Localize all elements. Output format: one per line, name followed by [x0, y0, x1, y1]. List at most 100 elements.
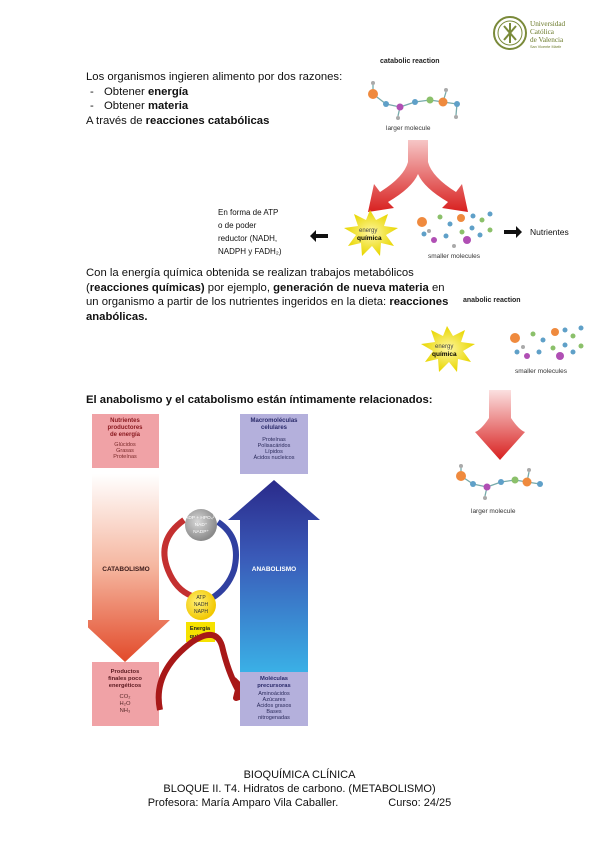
catabolismo-label: CATABOLISMO	[102, 566, 149, 573]
svg-text:precursoras: precursoras	[257, 683, 291, 689]
reason-item: Obtener materia	[86, 99, 386, 114]
footer-course: BIOQUÍMICA CLÍNICA	[243, 769, 356, 781]
larger-molecule-label: larger molecule	[471, 508, 516, 515]
section-heading: El anabolismo y el catabolismo están ínt…	[86, 394, 433, 406]
svg-text:ATP: ATP	[196, 595, 206, 601]
svg-text:Proteínas: Proteínas	[113, 454, 137, 460]
anabolic-diagram: anabolic reaction energy química smaller…	[421, 297, 584, 515]
moleculas-box	[240, 672, 308, 726]
intro-line4: A través de reacciones catabólicas	[86, 114, 270, 127]
productos-box	[92, 662, 159, 726]
svg-text:CO₂: CO₂	[120, 694, 131, 700]
svg-text:NADP⁺: NADP⁺	[193, 529, 209, 535]
smaller-molecules-icon	[417, 211, 493, 248]
quimica-label: química	[357, 235, 382, 242]
metabolism-diagram: Nutrientes productores de energía Glúcid…	[88, 414, 320, 726]
catabolic-title: catabolic reaction	[380, 58, 440, 65]
reason-item: Obtener energía	[86, 85, 386, 100]
svg-text:Ácidos grasos: Ácidos grasos	[257, 702, 292, 709]
anabolismo-label: ANABOLISMO	[252, 566, 296, 573]
nutrientes-label: Nutrientes	[530, 227, 569, 237]
adp-circle	[185, 509, 217, 541]
energy-star-icon	[421, 326, 475, 372]
svg-text:Bases: Bases	[266, 709, 282, 715]
footer-block: BLOQUE II. T4. Hidratos de carbono. (MET…	[163, 783, 436, 795]
moleculas-title: Moléculas precursoras	[257, 676, 291, 689]
quimica-label: química	[432, 351, 457, 358]
svg-text:energéticos: energéticos	[109, 683, 142, 689]
moleculas-items: Aminoácidos Azúcares Ácidos grasos Bases…	[257, 691, 292, 721]
down-arrow-icon	[475, 390, 525, 460]
svg-text:Ácidos nucleicos: Ácidos nucleicos	[254, 454, 295, 461]
atp-circle	[186, 590, 216, 620]
svg-text:nitrogenadas: nitrogenadas	[258, 715, 290, 721]
smaller-molecules-icon	[510, 325, 584, 360]
smaller-molecules-label: smaller molecules	[515, 368, 568, 375]
logo-line3: de Valencia	[530, 36, 564, 44]
svg-text:celulares: celulares	[261, 425, 288, 431]
logo-line4: San Vicente Mártir	[530, 45, 562, 49]
atp-circle-text: ATP NADH NAPH	[194, 595, 209, 615]
productos-title: Productos finales poco energéticos	[108, 669, 142, 689]
nutrientes-items: Glúcidos Grasas Proteínas	[113, 442, 137, 460]
logo-line2: Católica	[530, 28, 555, 36]
svg-text:Moléculas: Moléculas	[260, 676, 288, 682]
logo-line1: Universidad	[530, 20, 566, 28]
svg-text:En forma de ATP: En forma de ATP	[218, 208, 278, 217]
svg-text:finales poco: finales poco	[108, 676, 142, 682]
svg-text:NH₃: NH₃	[120, 708, 131, 714]
cycle-arc-left	[161, 517, 194, 599]
svg-text:Nutrientes: Nutrientes	[110, 418, 140, 424]
right-arrow-icon	[504, 226, 522, 238]
university-logo: Universidad Católica de Valencia San Vic…	[493, 16, 566, 50]
anabolic-paragraph: Con la energía química obtenida se reali…	[86, 267, 449, 323]
split-arrow-icon	[368, 140, 468, 212]
nutrientes-box	[92, 414, 159, 468]
cycle-arc-right	[210, 519, 239, 601]
catabolic-diagram: catabolic reaction larger molecule En fo…	[218, 58, 569, 260]
svg-text:Glúcidos: Glúcidos	[114, 442, 136, 448]
intro-text: Los organismos ingieren alimento por dos…	[86, 70, 386, 128]
intro-line1: Los organismos ingieren alimento por dos…	[86, 71, 343, 83]
anabolic-title: anabolic reaction	[463, 297, 521, 304]
svg-text:reductor (NADH,: reductor (NADH,	[218, 234, 277, 243]
macromoleculas-box	[240, 414, 308, 474]
svg-text:Aminoácidos: Aminoácidos	[258, 691, 290, 697]
svg-text:H₂O: H₂O	[120, 701, 131, 707]
svg-text:Azúcares: Azúcares	[263, 697, 286, 703]
forma-text: En forma de ATP o de poder reductor (NAD…	[218, 208, 282, 256]
energy-label: energy	[435, 344, 453, 350]
adp-circle-text: ADP + HPO₄²⁻ NAD⁺ NADP⁺	[185, 515, 217, 535]
svg-text:ADP + HPO₄²⁻: ADP + HPO₄²⁻	[185, 515, 217, 521]
footer-professor: Profesora: María Amparo Vila Caballer.Cu…	[147, 797, 452, 809]
svg-text:NAD⁺: NAD⁺	[195, 522, 208, 528]
svg-text:Lípidos: Lípidos	[265, 449, 283, 455]
svg-text:o de poder: o de poder	[218, 221, 257, 230]
catabolismo-arrow	[88, 474, 170, 662]
smaller-molecules-label: smaller molecules	[428, 253, 481, 260]
reasons-list: Obtener energía Obtener materia	[86, 85, 386, 114]
recycle-arrow	[155, 632, 251, 711]
svg-text:NADPH y FADH₂): NADPH y FADH₂)	[218, 247, 282, 256]
logo-seal-icon	[493, 16, 527, 50]
svg-text:de energía: de energía	[110, 432, 141, 438]
svg-text:Proteínas: Proteínas	[262, 437, 286, 443]
svg-text:NADH: NADH	[194, 602, 209, 608]
energy-star-icon	[344, 210, 398, 256]
svg-text:Productos: Productos	[111, 669, 140, 675]
larger-molecule-label: larger molecule	[386, 125, 431, 132]
footer: BIOQUÍMICA CLÍNICA BLOQUE II. T4. Hidrat…	[0, 768, 599, 810]
energy-label: energy	[359, 228, 377, 234]
productos-items: CO₂ H₂O NH₃	[120, 694, 131, 714]
svg-text:NAPH: NAPH	[194, 609, 208, 615]
svg-text:Macromoléculas: Macromoléculas	[250, 418, 298, 424]
macro-title: Macromoléculas celulares	[250, 418, 298, 431]
svg-text:Polisacáridos: Polisacáridos	[258, 443, 291, 449]
svg-text:productores: productores	[107, 425, 143, 431]
left-arrow-icon	[310, 230, 328, 242]
anabolismo-arrow	[228, 480, 320, 672]
svg-text:Energía: Energía	[190, 626, 211, 632]
macro-items: Proteínas Polisacáridos Lípidos Ácidos n…	[254, 437, 295, 461]
nutrientes-title: Nutrientes productores de energía	[107, 418, 143, 438]
svg-text:Grasas: Grasas	[116, 448, 134, 454]
